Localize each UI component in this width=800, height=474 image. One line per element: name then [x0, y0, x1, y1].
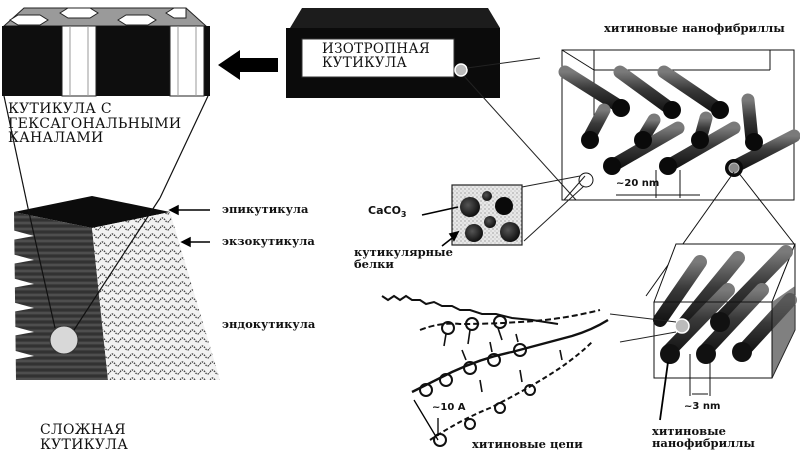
- hex-channel-block: [2, 7, 210, 97]
- complex-cuticle-label: СЛОЖНАЯ КУТИКУЛА: [40, 422, 129, 453]
- nanofibril-marker-circle: [728, 162, 740, 174]
- endocuticle-label: эндокутикула: [222, 317, 316, 331]
- isotropic-marker-circle: [454, 63, 468, 77]
- epicuticle-label: эпикутикула: [222, 202, 309, 216]
- isotropic-cuticle-label: ИЗОТРОПНАЯ КУТИКУЛА: [322, 41, 431, 72]
- dimension-20nm: [616, 170, 700, 198]
- spacing-3nm-label: ~3 nm: [684, 401, 721, 412]
- nanofibrils-top-label: хитиновые нанофибриллы: [604, 21, 785, 35]
- chitin-chains: [381, 294, 609, 447]
- exocuticle-label: экзокутикула: [222, 234, 315, 248]
- isotropic-block: [286, 8, 500, 98]
- dimension-10a: [413, 399, 439, 441]
- complex-marker-circle: [49, 325, 79, 355]
- chitin-chains-label: хитиновые цепи: [472, 437, 583, 451]
- nanofibril-rods-20nm: [558, 65, 800, 177]
- nanofibril-box-3nm: [653, 243, 797, 379]
- hex-cuticle-label: КУТИКУЛА С ГЕКСАГОНАЛЬНЫМИ КАНАЛАМИ: [8, 101, 182, 147]
- left-arrow-icon: [218, 50, 278, 80]
- spacing-10a-label: ~10 A: [432, 402, 466, 413]
- spacing-20nm-label: ~20 nm: [616, 178, 660, 189]
- proteins-label: кутикулярные белки: [354, 245, 453, 272]
- caco3-label: CaCO3: [368, 204, 407, 220]
- caco3-marker-circle: [578, 172, 594, 188]
- fibril-marker-circle: [674, 318, 690, 334]
- nanofibrils-bottom-label: хитиновые нанофибриллы: [652, 424, 755, 451]
- dimension-3nm: [689, 354, 711, 396]
- caco3-box: [451, 184, 523, 246]
- complex-cuticle-block: [12, 196, 220, 380]
